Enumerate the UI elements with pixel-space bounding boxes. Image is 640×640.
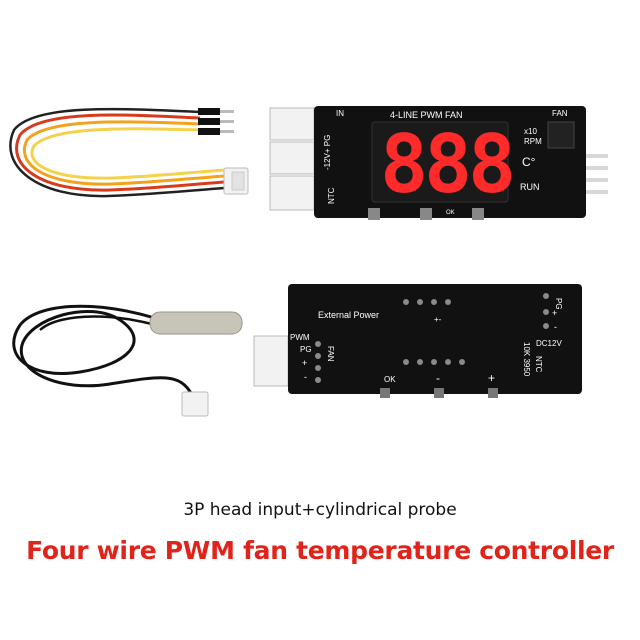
external-power-label: External Power — [318, 310, 379, 320]
display-digits: 8 8 — [424, 118, 516, 211]
plus-minus-label: +- — [434, 315, 442, 324]
display-digit: 8 — [380, 118, 428, 211]
in-label: IN — [336, 109, 344, 118]
title-caption: Four wire PWM fan temperature controller — [26, 536, 614, 565]
display-digit: 8 — [424, 118, 472, 211]
celsius-label: C° — [522, 155, 536, 169]
header-label: 4-LINE PWM FAN — [390, 110, 463, 120]
front-board: 8 8 8 4-LINE PWM FAN IN FAN -12V+ PG NTC… — [269, 106, 608, 220]
three-wire-cable — [9, 107, 249, 198]
dc12v-label: DC12V — [536, 339, 562, 348]
minus-right-label: - — [554, 322, 557, 332]
ntc-label: NTC — [534, 356, 543, 373]
pg-label: PG — [300, 345, 312, 354]
minus-label: - — [304, 372, 307, 382]
plus-right-label: + — [552, 308, 557, 318]
dupont-connector — [198, 108, 234, 135]
jst-connector — [223, 167, 249, 195]
fan-label: FAN — [326, 346, 335, 362]
pg-right-label: PG — [554, 298, 563, 310]
ntc-label: NTC — [327, 187, 336, 204]
pwm-label: PWM — [290, 333, 310, 342]
board-buttons — [368, 208, 484, 220]
plus-button-label: + — [488, 371, 495, 385]
subtitle-caption: 3P head input+cylindrical probe — [183, 500, 457, 520]
back-board: External Power +- PWM PG + - FAN PG + - … — [253, 284, 582, 398]
run-label: RUN — [520, 182, 540, 192]
minus-button-label: - — [436, 371, 440, 385]
ntc-spec-label: 10K 3950 — [522, 342, 531, 377]
power-pg-label: -12V+ PG — [323, 135, 332, 170]
probe-connector — [181, 391, 209, 417]
probe-metal — [149, 311, 243, 335]
seven-segment-display: 8 — [371, 118, 509, 211]
ok-label: OK — [446, 210, 455, 216]
ok-label: OK — [384, 375, 396, 384]
display-digit: 8 — [468, 118, 516, 211]
fan-label: FAN — [552, 109, 568, 118]
x10-label: x10 — [524, 127, 537, 136]
plus-label: + — [302, 358, 307, 368]
ntc-probe — [12, 304, 243, 417]
rpm-label: RPM — [524, 137, 542, 146]
